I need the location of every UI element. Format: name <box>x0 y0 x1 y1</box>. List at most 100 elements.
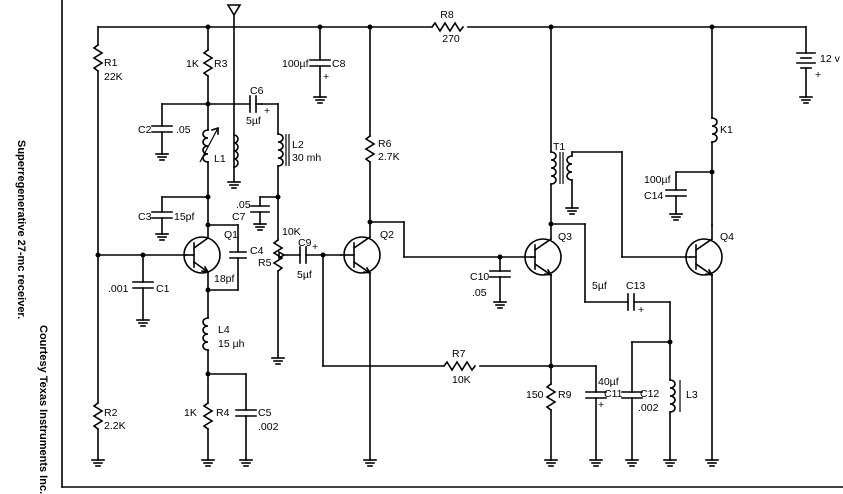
q4-ref: Q4 <box>720 231 734 243</box>
l2-coil <box>277 133 284 167</box>
r1-value: 22K <box>104 71 123 83</box>
k1-relay-coil <box>711 117 718 143</box>
q1-ref: Q1 <box>224 229 238 241</box>
ground-c14 <box>669 213 683 221</box>
q1-emitter-arrow <box>201 265 210 274</box>
r8-value: 270 <box>442 33 460 45</box>
r6-ref: R6 <box>378 138 392 150</box>
r6-value: 2.7K <box>378 151 400 163</box>
r3-resistor <box>202 48 214 78</box>
q3-ref: Q3 <box>558 231 572 243</box>
antenna-icon <box>226 4 242 17</box>
figure-caption: Superregenerative 27-mc receiver. <box>15 140 27 319</box>
q2-collector-leg <box>352 235 372 250</box>
c4-value: 18pf <box>214 273 235 285</box>
ground-battery <box>799 96 813 104</box>
l3-coil <box>669 379 676 413</box>
q1-collector-leg <box>192 236 210 250</box>
l4-value: 15 µh <box>218 338 245 350</box>
q2-emitter-leg <box>352 260 372 275</box>
ground-c10 <box>493 301 507 309</box>
c8-value: 100µf <box>282 58 309 70</box>
q2-ref: Q2 <box>380 229 394 241</box>
r2-value: 2.2K <box>104 420 126 432</box>
r5-value: 10K <box>282 226 301 238</box>
t1-primary-coil <box>550 151 557 185</box>
q1-emitter-leg <box>192 260 210 274</box>
c5-value: .002 <box>258 421 279 433</box>
ground-l3 <box>663 459 677 467</box>
r5-resistor <box>272 238 284 273</box>
ground-q2 <box>363 459 377 467</box>
r8-resistor <box>430 21 465 33</box>
c3-ref: C3 <box>138 211 152 223</box>
r7-ref: R7 <box>452 348 466 360</box>
ground-c12 <box>625 459 639 467</box>
c14-value: 100µf <box>644 174 671 186</box>
ground-antenna <box>227 181 241 189</box>
ground-r2 <box>91 459 105 467</box>
ground-c3 <box>155 233 169 241</box>
ground-r5 <box>271 357 285 365</box>
l4-ref: L4 <box>218 324 230 336</box>
q3-emitter-arrow <box>544 268 553 277</box>
r8-ref: R8 <box>440 9 454 21</box>
c11-ref: C11 <box>604 388 623 400</box>
c8-plus: + <box>323 71 329 83</box>
r7-resistor <box>442 360 477 372</box>
l1-coil <box>202 129 209 163</box>
r5-wiper-arrow <box>278 250 286 260</box>
r3-ref: R3 <box>214 58 228 70</box>
q1-transistor <box>183 236 221 274</box>
c6-value: 5µf <box>246 115 261 127</box>
c11-plus: + <box>598 399 604 411</box>
r4-ref: R4 <box>216 407 230 419</box>
ground-q4 <box>705 459 719 467</box>
l3-ref: L3 <box>686 389 698 401</box>
t1-ref: T1 <box>553 141 565 153</box>
l2-ref: L2 <box>292 139 304 151</box>
c13-value: 5µf <box>592 280 607 292</box>
l4-coil <box>202 317 209 351</box>
supply-plus: + <box>815 69 821 81</box>
c9-plus: + <box>312 241 318 253</box>
c4-ref: C4 <box>250 245 264 257</box>
ground-c11 <box>589 459 603 467</box>
ground-c8 <box>313 96 327 104</box>
l1-coupling-coil <box>233 134 239 168</box>
r2-ref: R2 <box>104 407 118 419</box>
figure-credit: Courtesy Texas Instruments Inc. <box>37 325 49 494</box>
q4-transistor <box>685 238 723 276</box>
ground-c1 <box>136 319 150 327</box>
ground-t1 <box>565 207 579 215</box>
l1-ref: L1 <box>214 153 226 165</box>
c3-value: 15pf <box>174 211 195 223</box>
q4-collector-leg <box>694 237 714 252</box>
ground-c2 <box>155 153 169 161</box>
q3-emitter-leg <box>533 262 553 277</box>
c5-ref: C5 <box>258 407 272 419</box>
r4-resistor <box>202 401 214 431</box>
c12-ref: C12 <box>640 388 659 400</box>
r6-resistor <box>364 134 376 164</box>
ground-c5 <box>239 459 253 467</box>
l1-arrow-head <box>210 126 220 135</box>
c12-value: .002 <box>638 402 659 414</box>
c6-ref: C6 <box>250 85 264 97</box>
ground-c7 <box>253 223 267 231</box>
q4-emitter-leg <box>694 262 714 277</box>
c1-ref: C1 <box>156 283 170 295</box>
c10-ref: C10 <box>470 271 489 283</box>
r9-ref: R9 <box>558 389 572 401</box>
c11-value: 40µf <box>598 376 619 388</box>
r3-value: 1K <box>186 58 199 70</box>
q4-emitter-arrow <box>705 268 714 277</box>
r1-resistor <box>92 43 104 73</box>
r4-value: 1K <box>184 407 197 419</box>
supply-voltage: 12 v <box>820 53 841 65</box>
c7-value: .05 <box>236 199 251 211</box>
ground-r9 <box>544 459 558 467</box>
q3-collector-leg <box>533 237 553 252</box>
ground-r4 <box>201 459 215 467</box>
